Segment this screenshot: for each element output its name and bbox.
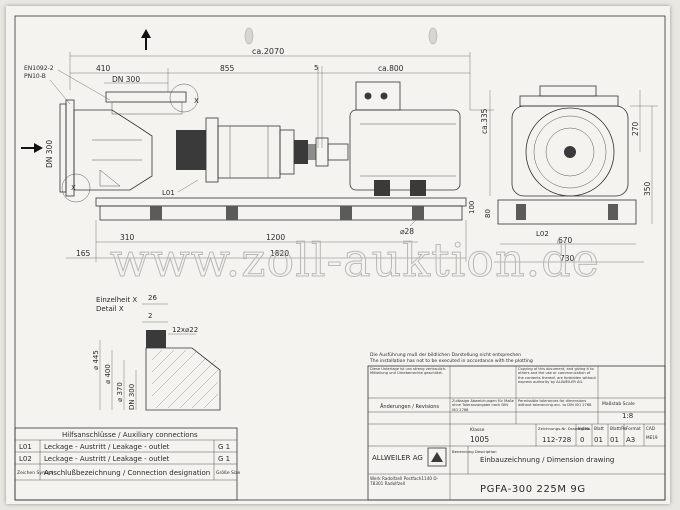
detail-dim-26: 26 xyxy=(148,294,157,302)
dim-middle-section: 855 xyxy=(220,64,235,73)
tolerance-en: Permissible tolerances for dimensions wi… xyxy=(518,399,592,408)
dim-overall-length: ca.2070 xyxy=(252,47,284,56)
revisions-label: Änderungen / Revisions xyxy=(380,403,439,410)
flow-arrow-up xyxy=(141,29,151,50)
detail-x-circle xyxy=(169,83,199,113)
detail-dn300: DN 300 xyxy=(128,384,136,410)
confidential-note: Diese Unterlage ist uns streng vertrauli… xyxy=(370,367,447,376)
electric-motor xyxy=(349,81,461,196)
conn-desc: Leckage - Austritt / Leakage - outlet xyxy=(44,455,170,463)
conn-code: L01 xyxy=(19,443,32,451)
dim-base-offset: 310 xyxy=(120,233,135,242)
base-frame xyxy=(95,197,467,221)
dim-hole-dia: ⌀28 xyxy=(400,227,414,236)
detail-d370: ⌀ 370 xyxy=(116,382,124,402)
dim-base-length: 1200 xyxy=(266,233,285,242)
conn-desc: Leckage - Austritt / Leakage - outlet xyxy=(44,443,170,451)
dim-nozzle-side: DN 300 xyxy=(45,140,54,168)
of-label: Blatt/Re xyxy=(610,426,627,431)
marker-x: X xyxy=(71,184,76,192)
coupling xyxy=(294,137,349,167)
detail-bolts: 12x⌀22 xyxy=(172,326,198,334)
note-en: The installation has not to be executed … xyxy=(369,358,533,364)
conn-size: G 1 xyxy=(218,443,230,451)
conn-size: G 1 xyxy=(218,455,230,463)
dim-side-width: 670 xyxy=(558,236,573,245)
sheet-label: Blatt xyxy=(594,426,604,431)
detail-flange-section xyxy=(145,330,221,411)
drawing-frame xyxy=(14,15,666,501)
of-value: 01 xyxy=(610,436,619,444)
detail-title-de: Einzelheit X xyxy=(96,296,137,304)
format-label: Format xyxy=(626,426,641,431)
connections-table xyxy=(14,427,238,501)
label-l02: L02 xyxy=(536,230,549,238)
drawing-sheet: ca.2070 410 855 5 ca.800 DN 300 EN1092-2… xyxy=(6,6,670,504)
scale-value: 1:8 xyxy=(622,412,633,420)
index-label: Index xyxy=(578,426,590,431)
dim-side-80: 80 xyxy=(484,209,492,218)
conn-code: Zeichen Symbol xyxy=(17,470,53,476)
klasse-value: 1005 xyxy=(470,435,489,444)
benennung-label: Benennung Description xyxy=(452,449,497,454)
drawing-no: 112-728 xyxy=(542,436,571,444)
dim-nozzle-top: DN 300 xyxy=(112,75,140,84)
company-address: Werk Radolfzell Postfach1140 D-78301 Rad… xyxy=(370,476,439,486)
flow-arrow-right xyxy=(21,143,43,153)
marker-x: X xyxy=(194,97,199,105)
detail-dim-2: 2 xyxy=(148,312,152,320)
pump-casing xyxy=(59,91,187,197)
pump-type: PGFA-300 225M 9G xyxy=(480,484,586,495)
bearing-housing xyxy=(176,117,295,183)
watermark: www.zoll-auktion.de xyxy=(110,233,600,287)
conn-size: Größe Size xyxy=(216,470,240,476)
index-value: 0 xyxy=(580,436,584,444)
format-value: A3 xyxy=(626,436,635,444)
dim-left-offset: 165 xyxy=(76,249,91,258)
punch-hole xyxy=(244,27,254,45)
flange-standard-1: EN1092-2 xyxy=(24,65,54,72)
drawing-title: Einbauzeichnung / Dimension drawing xyxy=(480,456,614,464)
connections-title: Hilfsanschlüsse / Auxiliary connections xyxy=(62,431,198,439)
tolerance-de: Zulässige Abweichungen für Maße ohne Tol… xyxy=(452,399,514,412)
title-block-grid xyxy=(367,365,666,501)
dim-right-motor: ca.800 xyxy=(378,64,404,73)
conn-desc: Anschlußbezeichnung / Connection designa… xyxy=(44,469,210,477)
dim-left-section: 410 xyxy=(96,64,111,73)
scale-label: Maßstab Scale xyxy=(602,401,635,407)
dim-side-overall: 730 xyxy=(560,254,575,263)
cad-value: ME19 xyxy=(646,435,658,440)
detail-d400: ⌀ 400 xyxy=(104,364,112,384)
klasse-label: Klasse xyxy=(470,427,485,433)
conn-code: L02 xyxy=(19,455,32,463)
detail-title-en: Detail X xyxy=(96,305,124,313)
label-l01: L01 xyxy=(162,189,175,197)
dim-side-height-1: 270 xyxy=(631,121,640,136)
punch-hole xyxy=(428,27,438,45)
flange-standard-2: PN10-B xyxy=(24,73,46,80)
company-name: ALLWEILER AG xyxy=(372,454,423,462)
side-view xyxy=(497,85,637,225)
detail-x-circle xyxy=(61,173,91,203)
copyright-note: Copying of this document, and giving it … xyxy=(518,367,596,385)
dim-total-base: 1820 xyxy=(270,249,289,258)
dim-side-height-2: 350 xyxy=(643,181,652,196)
detail-d445: ⌀ 445 xyxy=(92,350,100,370)
company-logo xyxy=(427,447,447,467)
dim-gap: 5 xyxy=(314,64,318,72)
dim-motor-height: ca.335 xyxy=(480,108,489,134)
dim-base-height: 100 xyxy=(468,201,476,214)
sheet-value: 01 xyxy=(594,436,603,444)
cad-label: CAD xyxy=(646,426,655,431)
note-de: Die Ausführung muß der bildlichen Darste… xyxy=(370,352,521,358)
technical-drawing: ca.2070 410 855 5 ca.800 DN 300 EN1092-2… xyxy=(14,15,666,501)
drawing-no-label: Zeichnungs-Nr. Drawing-No. xyxy=(538,426,591,431)
